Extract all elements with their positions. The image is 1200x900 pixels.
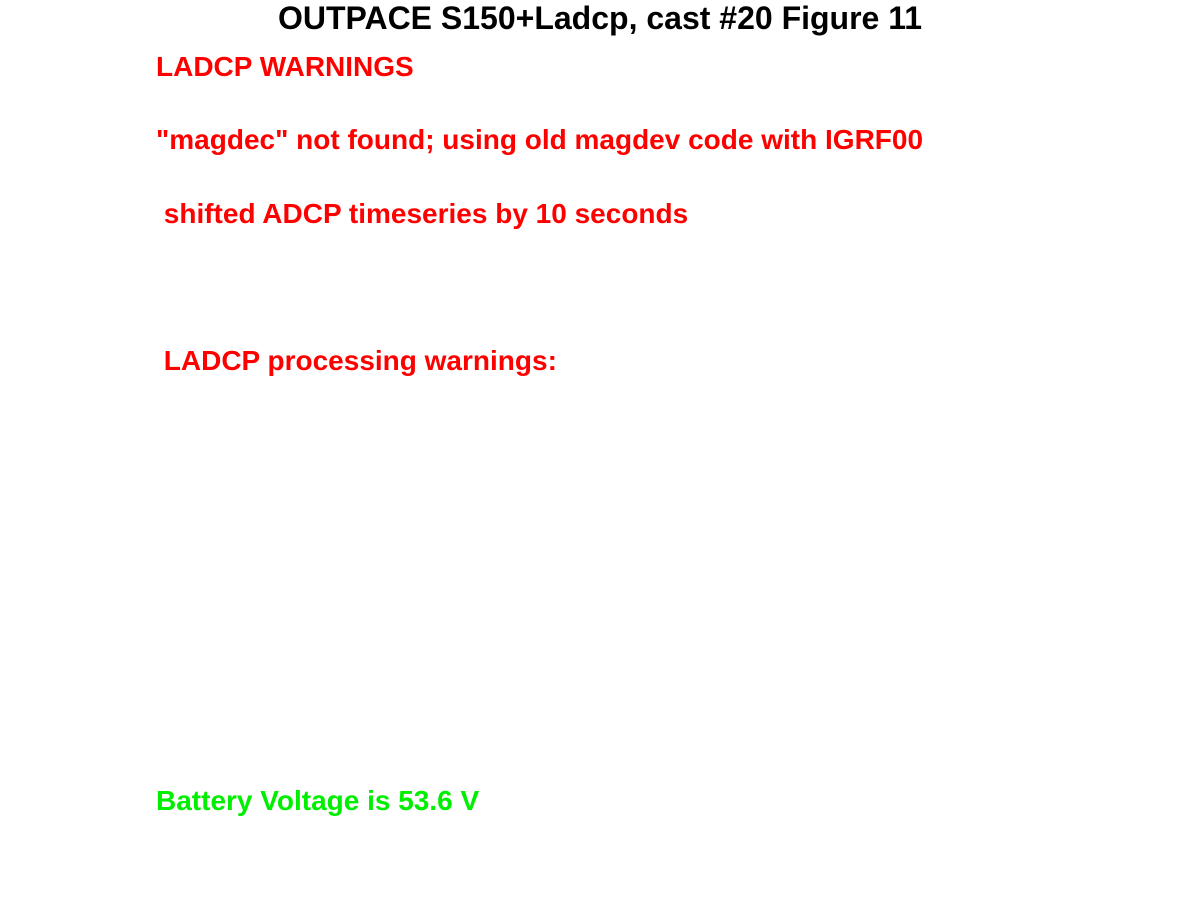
- warnings-heading: LADCP WARNINGS: [156, 51, 414, 82]
- battery-voltage-status: Battery Voltage is 53.6 V: [156, 785, 480, 816]
- warning-magdec: "magdec" not found; using old magdev cod…: [156, 124, 924, 155]
- warning-time-shift: shifted ADCP timeseries by 10 seconds: [156, 198, 689, 229]
- processing-warnings-heading: LADCP processing warnings:: [156, 345, 557, 376]
- figure-title: OUTPACE S150+Ladcp, cast #20 Figure 11: [277, 0, 923, 36]
